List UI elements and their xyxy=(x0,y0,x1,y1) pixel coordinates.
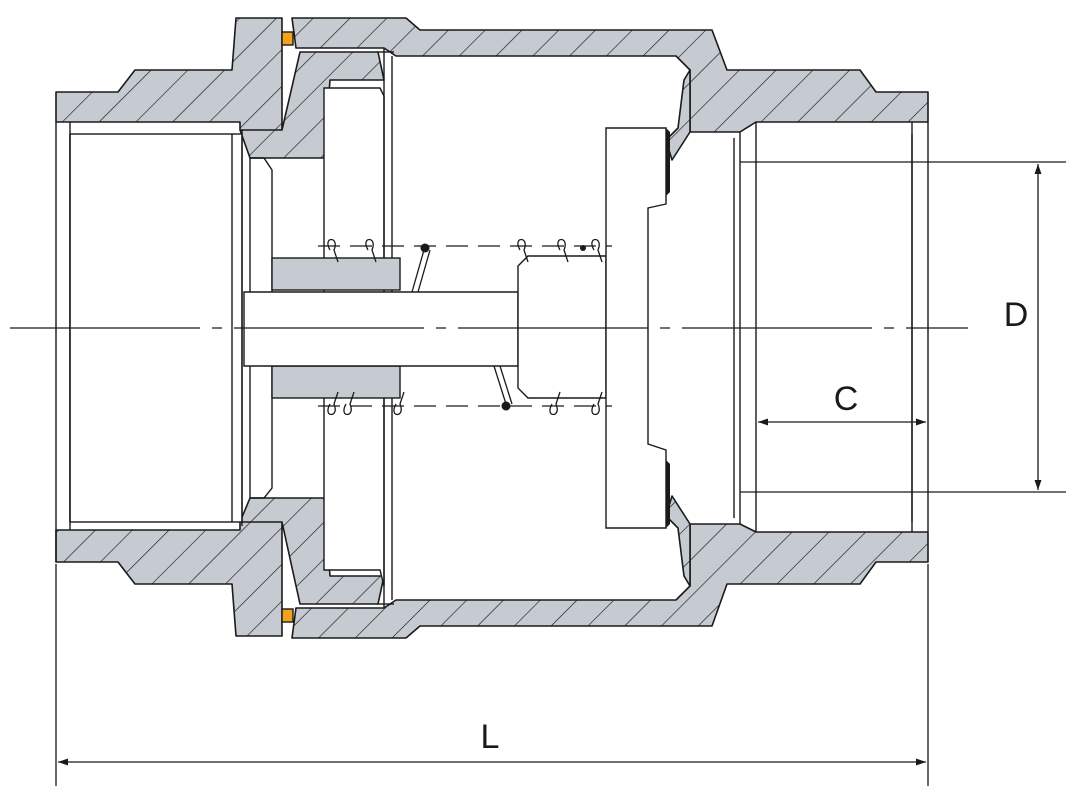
poppet-seal-face-bottom xyxy=(666,460,670,528)
seal-ring-bottom xyxy=(281,608,294,623)
valve-body-top xyxy=(291,17,929,133)
dimension-d-label: D xyxy=(1004,296,1029,334)
valve-housing xyxy=(55,17,929,639)
valve-body-bottom xyxy=(291,523,929,639)
bushing-bottom xyxy=(271,365,401,399)
outlet-bore xyxy=(733,122,913,532)
seal-ring-top xyxy=(281,31,294,46)
poppet-hub xyxy=(517,255,607,399)
valve-stem xyxy=(243,291,519,367)
dimension-l-label: L xyxy=(481,718,500,756)
dimension-c-label: C xyxy=(834,380,859,418)
poppet-seal-face-top xyxy=(666,128,670,196)
spring-center-lines xyxy=(318,245,612,407)
dimension-lines xyxy=(55,161,1066,786)
bushing-top xyxy=(271,257,401,291)
